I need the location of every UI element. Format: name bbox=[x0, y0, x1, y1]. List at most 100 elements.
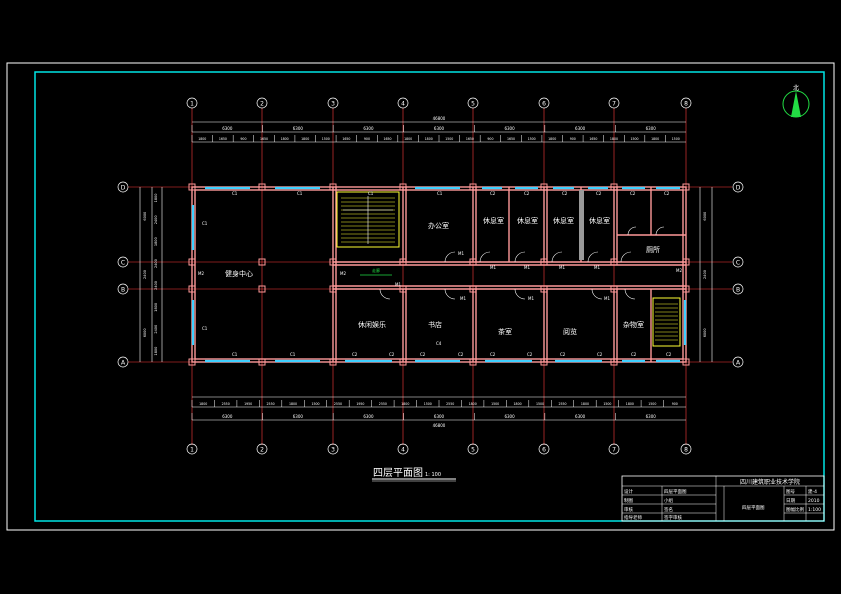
top-total-dim: 46800 bbox=[433, 116, 446, 121]
room-activity-label: 健身中心 bbox=[225, 269, 253, 278]
dimension-value: 6300 bbox=[504, 414, 515, 419]
dimension-value: 1800 bbox=[154, 237, 158, 246]
stair-top bbox=[336, 191, 400, 248]
axis-bubble bbox=[732, 181, 744, 193]
tag: C2 bbox=[527, 352, 533, 357]
tag: C2 bbox=[631, 352, 637, 357]
room-rest3-label: 休息室 bbox=[553, 216, 574, 225]
axis-bubble-label: 6 bbox=[542, 447, 546, 454]
dimension-value: 6300 bbox=[222, 414, 233, 419]
tag: M1 bbox=[524, 265, 530, 270]
axis-bubble-label: D bbox=[736, 185, 741, 192]
column-square bbox=[682, 258, 690, 266]
axis-bubble-label: D bbox=[121, 185, 126, 192]
axis-bubble bbox=[732, 256, 744, 268]
column-square bbox=[258, 258, 266, 266]
axis-bubble bbox=[732, 283, 744, 295]
tag: M1 bbox=[528, 296, 534, 301]
room-rest2-label: 休息室 bbox=[517, 216, 538, 225]
column-square bbox=[682, 358, 690, 366]
inner-frame bbox=[34, 71, 825, 522]
dimension-value: 2400 bbox=[154, 325, 158, 334]
axis-bubble-label: 3 bbox=[331, 101, 335, 108]
tag: C2 bbox=[664, 191, 670, 196]
dimension-value: 1800 bbox=[154, 303, 158, 312]
dimension-value: 1800 bbox=[154, 193, 158, 202]
dimension-value: 2550 bbox=[334, 402, 342, 406]
axis-bubble-label: 4 bbox=[401, 447, 405, 454]
windows bbox=[191, 186, 687, 363]
dimension-value: 1800 bbox=[289, 402, 297, 406]
dimension-value: 1500 bbox=[536, 402, 544, 406]
drawing-title: 四层平面图 1: 100 bbox=[372, 467, 456, 482]
dimension-value: 900 bbox=[240, 137, 246, 141]
tag: C2 bbox=[352, 352, 358, 357]
dimension-value: 1800 bbox=[610, 137, 618, 141]
dimension-value: 6300 bbox=[222, 126, 233, 131]
opening-tags: C1 C1 C1 C1 C2 C2 C2 C2 C2 C2 C1 C1 M2 M… bbox=[198, 191, 682, 357]
dimension-value: 1500 bbox=[672, 137, 680, 141]
dimension-value: 1800 bbox=[198, 137, 206, 141]
tag: M1 bbox=[559, 265, 565, 270]
dimension-value: 6300 bbox=[293, 126, 304, 131]
dimension-value: 1800 bbox=[651, 137, 659, 141]
tag: M1 bbox=[604, 296, 610, 301]
north-arrow-icon: 北 bbox=[782, 84, 810, 118]
axis-bubble bbox=[117, 181, 129, 193]
dimension-value: 1650 bbox=[466, 137, 474, 141]
dimension-value: 6300 bbox=[646, 414, 657, 419]
tag: M1 bbox=[594, 265, 600, 270]
tb-key: 图号 bbox=[786, 489, 795, 495]
axis-bubble bbox=[680, 97, 692, 109]
dimension-value: 2550 bbox=[446, 402, 454, 406]
axis-bubble-label: 6 bbox=[542, 101, 546, 108]
dimension-value: 6300 bbox=[575, 126, 586, 131]
dimension-value: 2400 bbox=[703, 270, 707, 279]
tag: M1 bbox=[490, 265, 496, 270]
dimension-value: 1800 bbox=[199, 402, 207, 406]
tag: C2 bbox=[420, 352, 426, 357]
axis-bubble-label: 7 bbox=[612, 101, 616, 108]
room-office-label: 办公室 bbox=[428, 221, 449, 230]
tag: M2 bbox=[676, 268, 682, 273]
tb-drawing-name: 四层平面图 bbox=[742, 505, 765, 511]
title-block: 四川建筑职业技术学院 设计 四层平面图 制图 小组 审核 签名 指导老师 签字审… bbox=[621, 475, 825, 522]
dimension-value: 1500 bbox=[322, 137, 330, 141]
axis-bubble bbox=[467, 443, 479, 455]
dimension-value: 1650 bbox=[589, 137, 597, 141]
dimension-value: 900 bbox=[570, 137, 576, 141]
tb-val: 建-4 bbox=[808, 488, 817, 495]
dimension-value: 1650 bbox=[260, 137, 268, 141]
axis-bubble bbox=[327, 443, 339, 455]
axis-bubble-label: B bbox=[121, 287, 125, 294]
column-square bbox=[540, 183, 548, 191]
dimension-value: 6000 bbox=[143, 328, 147, 337]
tb-val: 2010 bbox=[808, 498, 820, 504]
axis-bubble-label: A bbox=[736, 360, 741, 367]
dimension-value: 1500 bbox=[491, 402, 499, 406]
column-square bbox=[610, 183, 618, 191]
dimension-value: 1800 bbox=[404, 137, 412, 141]
tag: C2 bbox=[596, 191, 602, 196]
dimension-value: 1800 bbox=[301, 137, 309, 141]
dimension-value: 1500 bbox=[603, 402, 611, 406]
dimension-value: 6300 bbox=[293, 414, 304, 419]
axis-bubble-label: 5 bbox=[471, 101, 475, 108]
tag: C1 bbox=[232, 352, 238, 357]
tag: M1 bbox=[395, 282, 401, 287]
tag: M2 bbox=[198, 271, 204, 276]
tag: C2 bbox=[597, 352, 603, 357]
dimension-value: 1650 bbox=[507, 137, 515, 141]
axis-grid bbox=[128, 108, 732, 445]
tb-key: 制图 bbox=[624, 497, 633, 504]
room-toilet-label: 厕所 bbox=[646, 245, 660, 254]
axis-bubble bbox=[256, 443, 268, 455]
dimension-value: 1800 bbox=[581, 402, 589, 406]
dimension-value: 1950 bbox=[356, 402, 364, 406]
column-square bbox=[540, 358, 548, 366]
dimension-value: 900 bbox=[364, 137, 370, 141]
tag: C2 bbox=[490, 191, 496, 196]
dimension-value: 1800 bbox=[514, 402, 522, 406]
